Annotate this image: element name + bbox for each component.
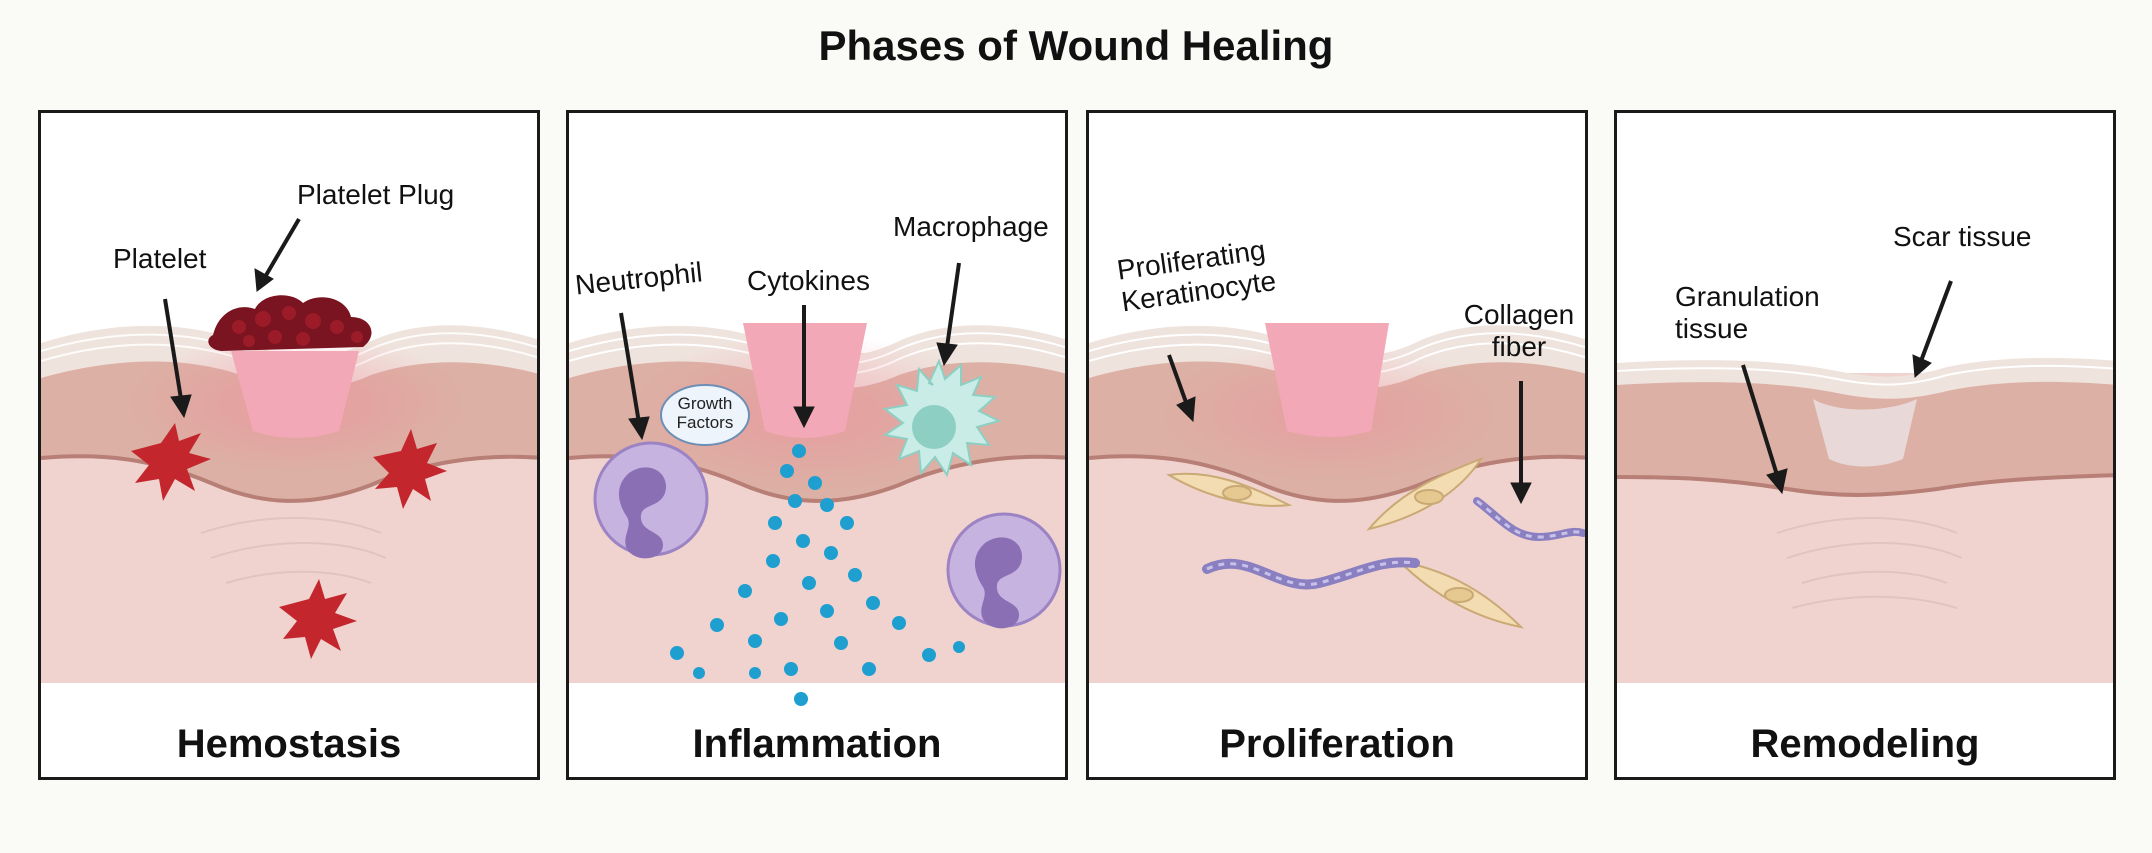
proliferation-illustration <box>1089 323 1585 683</box>
panel-remodeling: Granulation tissue Scar tissue Remodelin… <box>1614 110 2116 780</box>
label-collagen-fiber: Collagen fiber <box>1459 299 1579 363</box>
label-collagen-line2: fiber <box>1491 331 1547 363</box>
panel-proliferation: Proliferating Keratinocyte Collagen fibe… <box>1086 110 1588 780</box>
panel-title-hemostasis: Hemostasis <box>176 722 402 766</box>
cytokine-dots <box>670 444 965 706</box>
label-platelet: Platelet <box>113 243 207 274</box>
fibroblast-cells <box>1166 456 1525 629</box>
panel-title-proliferation: Proliferation <box>1219 722 1455 766</box>
platelet-cells <box>131 423 447 659</box>
label-growth-factors-line2: Factors <box>676 412 734 432</box>
label-granulation-tissue: Granulation tissue <box>1675 281 1820 345</box>
inflammation-illustration <box>569 262 1065 706</box>
label-cytokines: Cytokines <box>747 265 870 296</box>
label-platelet-plug: Platelet Plug <box>297 179 455 210</box>
label-scar-tissue: Scar tissue <box>1893 221 2032 252</box>
growth-factors-bubble <box>660 384 750 446</box>
wound-bed <box>1265 323 1389 437</box>
hemostasis-illustration <box>41 217 537 683</box>
panel-title-remodeling: Remodeling <box>1750 722 1980 766</box>
label-macrophage: Macrophage <box>893 211 1049 242</box>
collagen-fibers <box>1202 497 1585 590</box>
neutrophil-cells <box>593 441 1062 629</box>
figure-title: Phases of Wound Healing <box>818 22 1334 69</box>
label-granulation-line2: tissue <box>1675 313 1749 345</box>
panel-inflammation: Neutrophil Cytokines Macrophage Growth F… <box>566 110 1068 780</box>
granulation-tissue <box>1776 517 1963 609</box>
wound-bed <box>231 351 359 438</box>
label-granulation-line1: Granulation <box>1675 281 1820 312</box>
panel-hemostasis: Platelet Plug Platelet Hemostasis <box>38 110 540 780</box>
platelet-plug <box>208 295 372 351</box>
macrophage-cell <box>882 358 1002 478</box>
label-growth-factors-line1: Growth <box>677 394 733 413</box>
label-collagen-line1: Collagen <box>1463 299 1575 330</box>
panel-title-inflammation: Inflammation <box>692 722 942 766</box>
remodeling-illustration <box>1617 280 2113 683</box>
scar-tissue <box>1813 399 1917 467</box>
label-growth-factors: Growth Factors <box>666 394 744 432</box>
